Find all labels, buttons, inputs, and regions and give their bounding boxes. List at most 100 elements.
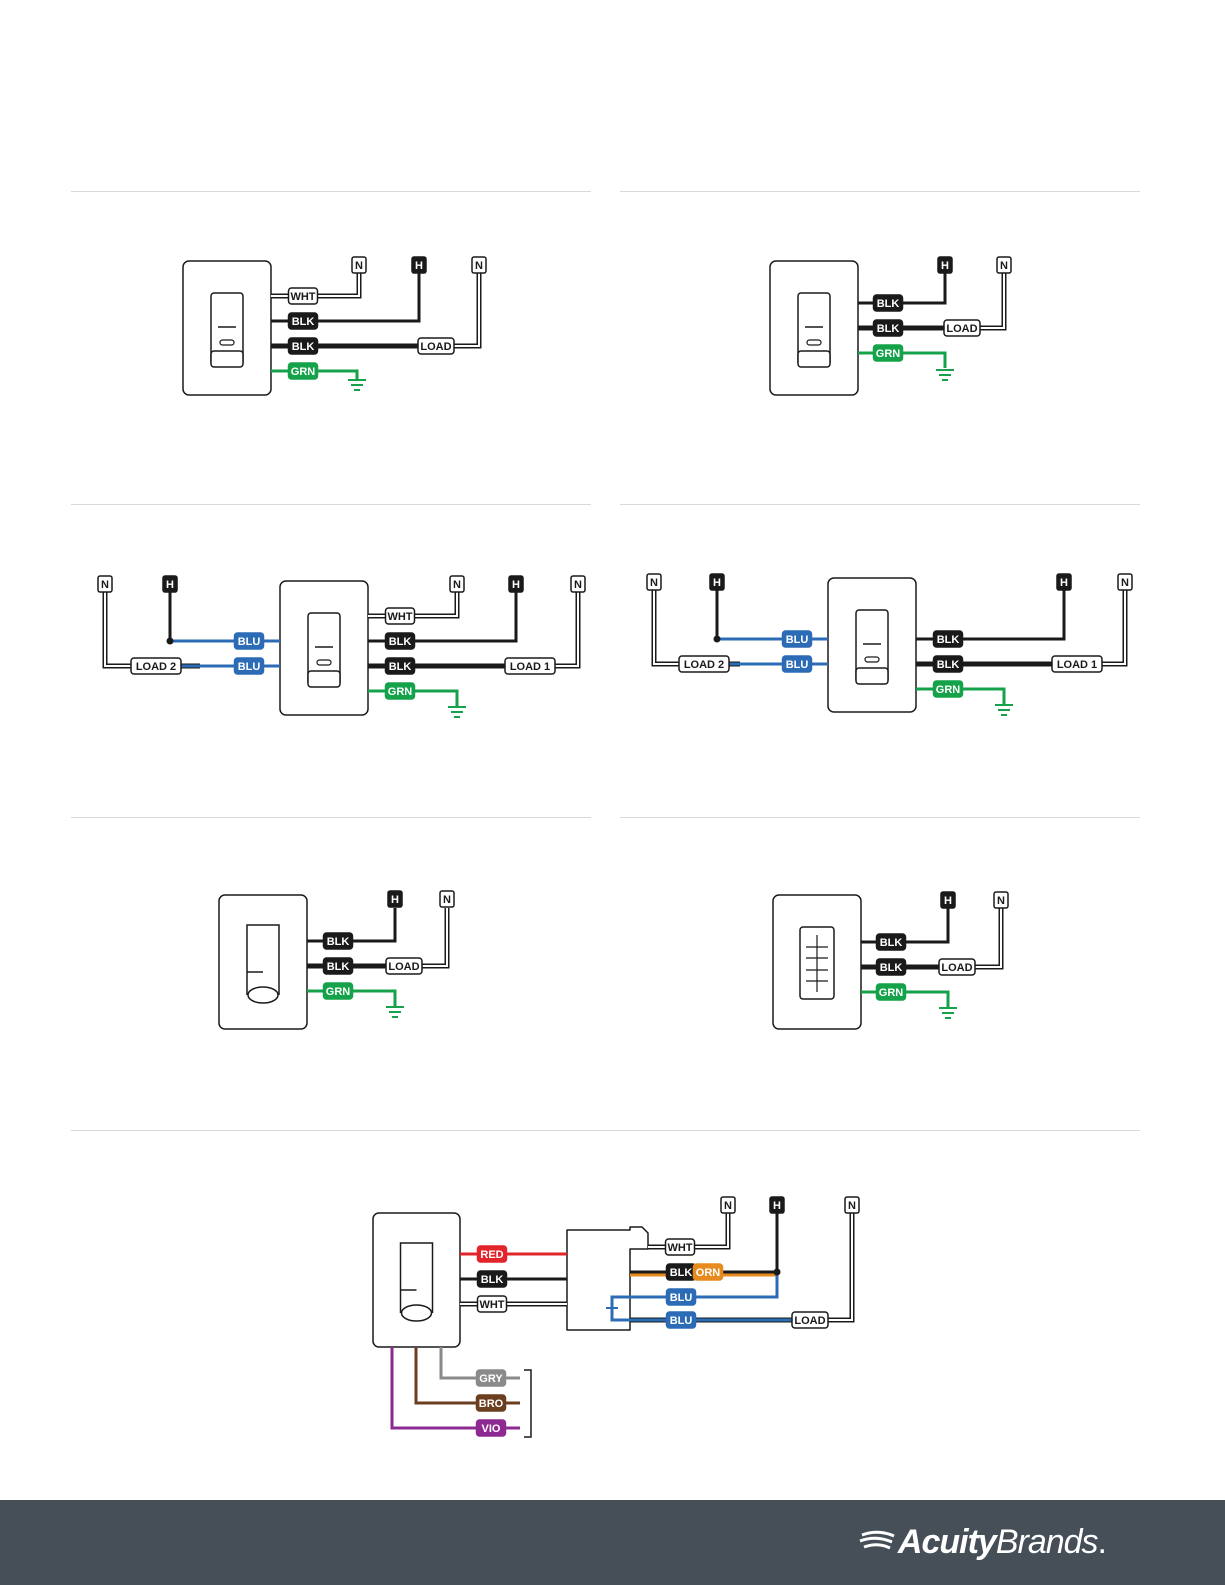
footer-bar: AcuityBrands. — [0, 1500, 1225, 1585]
label-3-grn: GRN — [386, 683, 415, 699]
label-5-blk-2-text: BLK — [327, 961, 350, 973]
label-2-load: LOAD — [944, 320, 980, 336]
label-4-blu-1: BLU — [783, 631, 812, 647]
logo-text-dot: . — [1098, 1523, 1107, 1562]
sensor-5-plate — [219, 895, 307, 1029]
sensor-4-button — [856, 668, 888, 684]
label-7-gry-text: GRY — [479, 1373, 503, 1385]
sensor-2 — [770, 261, 858, 395]
label-2-blk-2-text: BLK — [877, 323, 900, 335]
ground-icon — [448, 707, 466, 717]
sensor-1-button — [211, 351, 243, 367]
label-1-blk-2: BLK — [289, 338, 318, 354]
sensor-5-lens — [248, 987, 278, 1003]
power-pack-icon — [567, 1227, 648, 1330]
junction-7 — [774, 1269, 781, 1276]
label-4-load2: LOAD 2 — [679, 656, 729, 672]
ground-icon — [348, 380, 366, 390]
label-7-blu-2-text: BLU — [670, 1315, 693, 1327]
terminal-4-h-1-text: H — [713, 577, 721, 589]
label-7-blu-1: BLU — [667, 1289, 696, 1305]
label-6-blk-2-text: BLK — [880, 962, 903, 974]
label-4-blk-1: BLK — [934, 631, 963, 647]
terminal-2-n-text: N — [1000, 260, 1008, 272]
wire-7-load-n — [630, 1213, 852, 1320]
label-3-load2-text: LOAD 2 — [136, 661, 176, 673]
label-3-load1: LOAD 1 — [505, 658, 555, 674]
terminal-3-h-2: H — [509, 576, 523, 592]
label-1-load: LOAD — [418, 338, 454, 354]
bracket-7 — [524, 1370, 531, 1437]
ground-icon — [939, 1008, 957, 1018]
label-7-wht-text: WHT — [479, 1299, 504, 1311]
terminal-3-n-1-text: N — [101, 579, 109, 591]
terminal-4-n-2: N — [1118, 574, 1132, 590]
terminal-3-h-2-text: H — [512, 579, 520, 591]
label-2-grn-text: GRN — [876, 348, 901, 360]
label-2-blk-1: BLK — [874, 295, 903, 311]
junction-4 — [714, 636, 721, 643]
label-7-blk-hot-text: BLK — [670, 1267, 693, 1279]
label-3-blk-1-text: BLK — [389, 636, 412, 648]
label-7-wht: WHT — [478, 1296, 507, 1312]
label-7-blk-hot: BLK — [667, 1264, 696, 1280]
label-4-blk-1-text: BLK — [937, 634, 960, 646]
label-7-blk: BLK — [478, 1271, 507, 1287]
terminal-7-n-2-text: N — [848, 1200, 856, 1212]
label-4-grn-text: GRN — [936, 684, 961, 696]
label-3-blu-2: BLU — [235, 658, 264, 674]
label-6-grn-text: GRN — [879, 987, 904, 999]
label-1-grn: GRN — [289, 363, 318, 379]
power-pack-body — [567, 1227, 648, 1330]
label-1-load-text: LOAD — [420, 341, 451, 353]
label-7-gry: GRY — [477, 1370, 506, 1386]
label-3-blk-2-text: BLK — [389, 661, 412, 673]
wire-4-load1-n — [916, 588, 1125, 664]
sensor-5 — [219, 895, 307, 1029]
label-7-wht-n: WHT — [666, 1239, 695, 1255]
label-7-blu-1-text: BLU — [670, 1292, 693, 1304]
label-7-bro-text: BRO — [479, 1398, 504, 1410]
label-5-blk-1: BLK — [324, 933, 353, 949]
terminal-1-n-left: N — [352, 257, 366, 273]
label-5-blk-1-text: BLK — [327, 936, 350, 948]
sensor-4 — [828, 578, 916, 712]
wire-4-load1-n-core — [916, 588, 1125, 664]
label-7-vio-text: VIO — [482, 1423, 501, 1435]
sensor-7-plate — [373, 1213, 460, 1347]
label-4-blu-2: BLU — [783, 656, 812, 672]
sensor-1 — [183, 261, 271, 395]
label-7-load: LOAD — [792, 1312, 828, 1328]
terminal-7-h-text: H — [773, 1200, 781, 1212]
label-3-blu-2-text: BLU — [238, 661, 261, 673]
label-2-blk-2: BLK — [874, 320, 903, 336]
terminal-5-h: H — [388, 891, 402, 907]
label-6-grn: GRN — [877, 984, 906, 1000]
label-7-load-text: LOAD — [794, 1315, 825, 1327]
label-7-orn-text: ORN — [696, 1267, 721, 1279]
sensor-3-button — [308, 671, 340, 687]
label-1-blk-2-text: BLK — [292, 341, 315, 353]
label-6-blk-2: BLK — [877, 959, 906, 975]
terminal-3-n-3-text: N — [574, 579, 582, 591]
label-7-blu-2: BLU — [667, 1312, 696, 1328]
terminal-2-n: N — [997, 257, 1011, 273]
label-5-blk-2: BLK — [324, 958, 353, 974]
label-1-blk-1: BLK — [289, 313, 318, 329]
terminal-6-h-text: H — [944, 895, 952, 907]
label-3-blu-1: BLU — [235, 633, 264, 649]
label-6-load-text: LOAD — [941, 962, 972, 974]
label-1-wht: WHT — [289, 288, 318, 304]
sensor-7 — [373, 1213, 460, 1347]
label-3-wht-text: WHT — [387, 611, 412, 623]
wire-3-load2-n — [105, 591, 200, 666]
acuity-brands-logo: AcuityBrands. — [858, 1518, 1107, 1566]
label-4-blu-1-text: BLU — [786, 634, 809, 646]
label-5-load-text: LOAD — [388, 961, 419, 973]
sensor-7-lens — [402, 1305, 432, 1321]
wire-7-load-n-core — [630, 1213, 852, 1320]
label-7-blk-text: BLK — [481, 1274, 504, 1286]
label-6-blk-1: BLK — [877, 934, 906, 950]
label-1-wht-text: WHT — [290, 291, 315, 303]
label-3-load1-text: LOAD 1 — [510, 661, 550, 673]
